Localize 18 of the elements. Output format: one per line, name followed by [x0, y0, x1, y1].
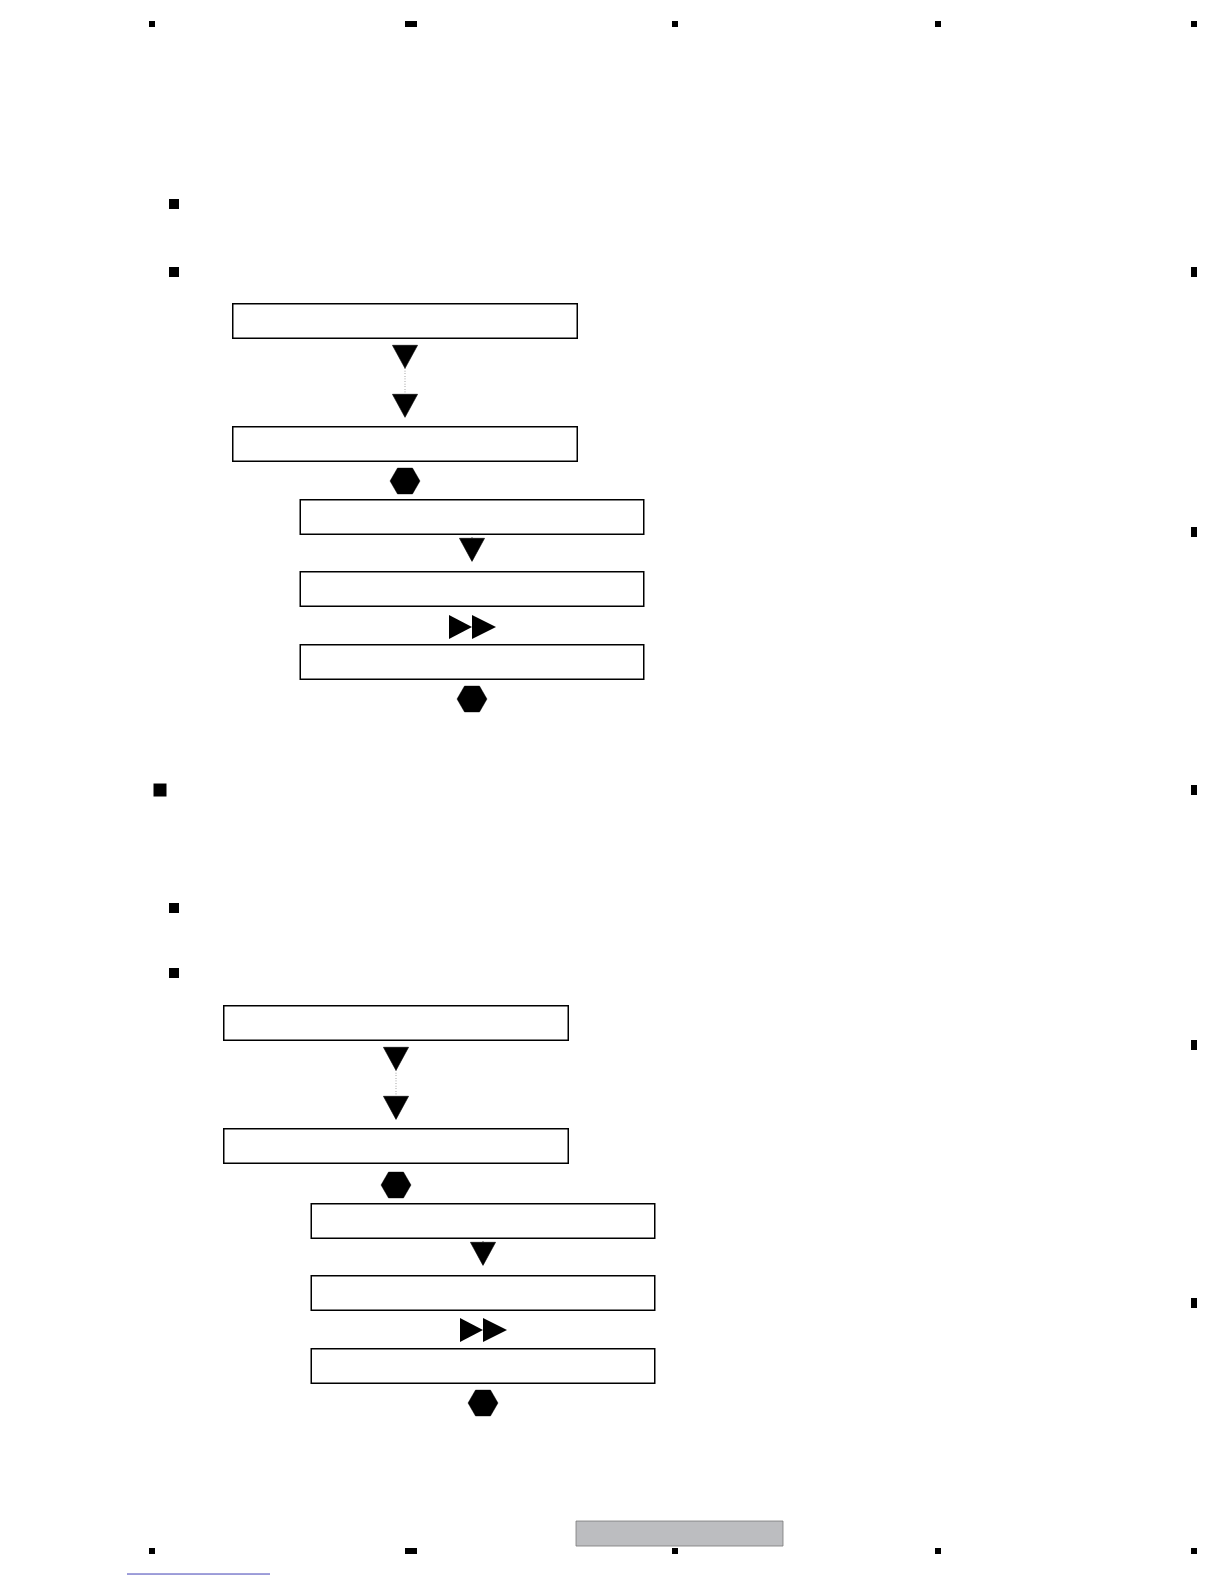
stop-hexagon	[389, 467, 421, 495]
process-box	[299, 571, 645, 607]
process-box	[310, 1348, 656, 1384]
stop-hexagon	[380, 1171, 412, 1199]
process-box	[310, 1275, 656, 1311]
process-box	[223, 1128, 569, 1164]
stop-hexagon	[467, 1389, 499, 1417]
arrow	[459, 536, 485, 562]
process-box	[232, 303, 578, 339]
arrow	[383, 1047, 409, 1120]
stop-hexagon	[456, 685, 488, 713]
process-box	[223, 1005, 569, 1041]
process-box	[299, 499, 645, 535]
arrow	[470, 1240, 496, 1266]
process-box	[299, 644, 645, 680]
arrow	[392, 345, 418, 418]
process-box	[232, 426, 578, 462]
process-box	[310, 1203, 656, 1239]
